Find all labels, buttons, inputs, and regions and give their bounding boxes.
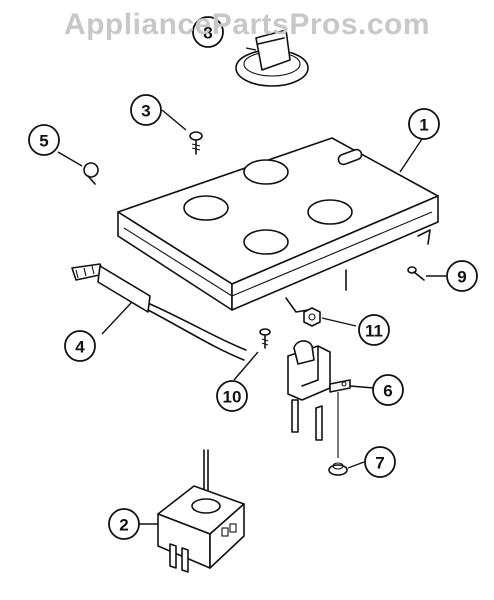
callout-circle bbox=[372, 374, 404, 406]
callout-circle bbox=[64, 330, 96, 362]
callout-9: 9 bbox=[446, 260, 478, 292]
leader-lines bbox=[57, 47, 446, 525]
callout-5: 5 bbox=[28, 124, 60, 156]
indicator-light-part bbox=[83, 162, 99, 185]
callout-number: 1 bbox=[419, 116, 428, 135]
callout-circle bbox=[130, 94, 162, 126]
callout-7: 7 bbox=[364, 446, 396, 478]
callout-number: 10 bbox=[223, 388, 242, 407]
callout-circle bbox=[108, 508, 140, 540]
screw-part-9 bbox=[407, 266, 425, 281]
callout-circle bbox=[216, 380, 248, 412]
callout-11: 11 bbox=[358, 314, 390, 346]
callout-circle bbox=[446, 260, 478, 292]
callout-1: 1 bbox=[408, 108, 440, 140]
screw-part-10 bbox=[259, 328, 271, 349]
callout-circle bbox=[364, 446, 396, 478]
callout-number: 6 bbox=[383, 382, 392, 401]
callout-number: 11 bbox=[365, 322, 383, 341]
callout-2: 2 bbox=[108, 508, 140, 540]
callout-labels: 1 2 3 4 5 6 7 8 9 10 11 bbox=[28, 16, 478, 540]
callout-number: 9 bbox=[457, 268, 466, 287]
callout-number: 8 bbox=[203, 24, 212, 43]
nut-part bbox=[303, 307, 321, 327]
callout-circle bbox=[28, 124, 60, 156]
callout-10: 10 bbox=[216, 380, 248, 412]
cooktop-top-part bbox=[117, 137, 439, 313]
wire-harness-part bbox=[71, 263, 247, 361]
switch-part-6 bbox=[287, 340, 351, 458]
callout-3: 3 bbox=[130, 94, 162, 126]
callout-6: 6 bbox=[372, 374, 404, 406]
knob-part bbox=[235, 29, 309, 87]
callout-circle bbox=[408, 108, 440, 140]
callout-number: 2 bbox=[119, 516, 128, 535]
callout-number: 5 bbox=[39, 132, 48, 151]
callout-number: 7 bbox=[375, 454, 384, 473]
callout-8: 8 bbox=[192, 16, 224, 48]
nut-part-7 bbox=[328, 462, 348, 476]
callout-circle bbox=[358, 314, 390, 346]
callout-4: 4 bbox=[64, 330, 96, 362]
callout-circle bbox=[192, 16, 224, 48]
infinite-switch-part bbox=[157, 449, 245, 573]
callout-number: 3 bbox=[141, 102, 150, 121]
screw-part-3 bbox=[189, 131, 203, 155]
callout-number: 4 bbox=[75, 338, 85, 357]
